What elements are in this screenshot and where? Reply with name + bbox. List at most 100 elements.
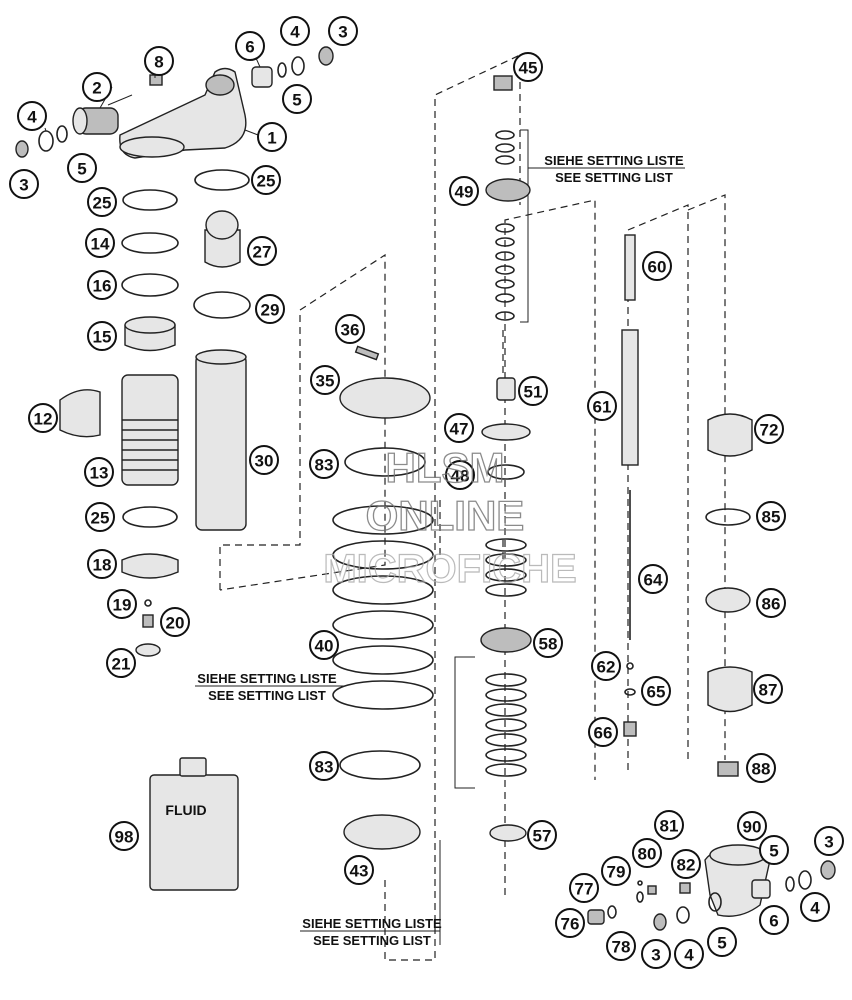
callout-61: 61 [587, 391, 617, 421]
callout-number: 8 [154, 53, 163, 72]
callout-number: 12 [34, 410, 53, 429]
callout-number: 88 [752, 760, 771, 779]
callout-number: 5 [769, 842, 778, 861]
callout-12: 12 [28, 403, 58, 433]
callout-3: 3 [328, 16, 358, 46]
callout-number: 43 [350, 862, 369, 881]
callout-57: 57 [527, 820, 557, 850]
callout-65: 65 [641, 676, 671, 706]
callout-number: 90 [743, 818, 762, 837]
callout-72: 72 [754, 414, 784, 444]
callout-number: 27 [253, 243, 272, 262]
callout-number: 36 [341, 321, 360, 340]
callout-number: 87 [759, 681, 778, 700]
callout-86: 86 [756, 588, 786, 618]
callout-number: 77 [575, 880, 594, 899]
callout-45: 45 [513, 52, 543, 82]
watermark-line-2: ONLINE [366, 492, 525, 539]
callout-number: 6 [769, 912, 778, 931]
setting-note-3-en: SEE SETTING LIST [313, 933, 431, 948]
callout-87: 87 [753, 674, 783, 704]
callout-number: 6 [245, 38, 254, 57]
callout-60: 60 [642, 251, 672, 281]
shaft-parts [587, 234, 836, 931]
callout-number: 25 [91, 509, 110, 528]
callout-number: 83 [315, 456, 334, 475]
callout-number: 3 [824, 833, 833, 852]
callout-51: 51 [518, 376, 548, 406]
callout-40: 40 [309, 630, 339, 660]
callout-77: 77 [569, 873, 599, 903]
callout-78: 78 [606, 931, 636, 961]
callout-13: 13 [84, 457, 114, 487]
callout-number: 62 [597, 658, 616, 677]
callout-number: 76 [561, 915, 580, 934]
callout-number: 1 [267, 129, 276, 148]
callout-27: 27 [247, 236, 277, 266]
callout-6: 6 [759, 905, 789, 935]
callout-5: 5 [67, 153, 97, 183]
callout-1: 1 [257, 122, 287, 152]
callout-number: 2 [92, 79, 101, 98]
callout-number: 48 [451, 467, 470, 486]
callout-number: 25 [93, 194, 112, 213]
watermark-line-1: HLSM [386, 444, 505, 491]
callout-number: 19 [113, 596, 132, 615]
callout-number: 13 [90, 464, 109, 483]
callout-2: 2 [82, 72, 112, 102]
callout-25: 25 [251, 165, 281, 195]
watermark: HLSM ONLINE MICROFICHE [323, 443, 578, 591]
callout-number: 4 [290, 23, 300, 42]
callout-4: 4 [17, 101, 47, 131]
callout-25: 25 [87, 187, 117, 217]
callout-number: 35 [316, 372, 335, 391]
callout-number: 78 [612, 938, 631, 957]
callout-number: 20 [166, 614, 185, 633]
callout-88: 88 [746, 753, 776, 783]
callout-number: 5 [292, 91, 301, 110]
callout-number: 61 [593, 398, 612, 417]
callout-35: 35 [310, 365, 340, 395]
callout-16: 16 [87, 270, 117, 300]
callout-number: 47 [450, 420, 469, 439]
setting-notes: SIEHE SETTING LISTE SEE SETTING LIST SIE… [197, 153, 684, 948]
callout-3: 3 [641, 939, 671, 969]
callout-number: 81 [660, 817, 679, 836]
callout-85: 85 [756, 501, 786, 531]
callout-number: 3 [651, 946, 660, 965]
callout-48: 48 [445, 460, 475, 490]
callout-21: 21 [106, 648, 136, 678]
callout-number: 98 [115, 828, 134, 847]
callout-14: 14 [85, 228, 115, 258]
callout-82: 82 [671, 849, 701, 879]
callout-balloons: 1233334444555566812131415161819202125252… [9, 16, 844, 969]
callout-30: 30 [249, 445, 279, 475]
callout-number: 49 [455, 183, 474, 202]
callout-number: 66 [594, 724, 613, 743]
fluid-label: FLUID [165, 802, 206, 818]
callout-number: 58 [539, 635, 558, 654]
setting-note-2-de: SIEHE SETTING LISTE [197, 671, 337, 686]
callout-43: 43 [344, 855, 374, 885]
left-parts: FLUID [15, 46, 334, 891]
callout-number: 51 [524, 383, 543, 402]
callout-79: 79 [601, 856, 631, 886]
callout-number: 4 [684, 946, 694, 965]
callout-76: 76 [555, 908, 585, 938]
callout-64: 64 [638, 564, 668, 594]
callout-66: 66 [588, 717, 618, 747]
setting-note-1-en: SEE SETTING LIST [555, 170, 673, 185]
callout-4: 4 [800, 892, 830, 922]
callout-number: 72 [760, 421, 779, 440]
callout-83: 83 [309, 449, 339, 479]
callout-4: 4 [674, 939, 704, 969]
callout-number: 86 [762, 595, 781, 614]
callout-81: 81 [654, 810, 684, 840]
callout-3: 3 [9, 169, 39, 199]
callout-number: 40 [315, 637, 334, 656]
callout-3: 3 [814, 826, 844, 856]
callout-90: 90 [737, 811, 767, 841]
shim-stack [480, 75, 532, 842]
callout-number: 4 [27, 108, 37, 127]
